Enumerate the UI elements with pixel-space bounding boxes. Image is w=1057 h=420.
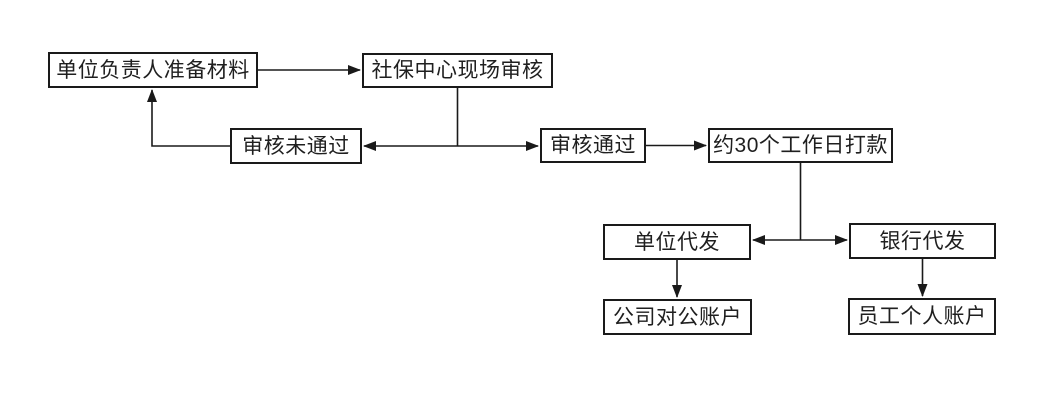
node-label: 单位负责人准备材料 xyxy=(56,58,250,82)
node-label: 公司对公账户 xyxy=(613,305,742,329)
node-label: 审核通过 xyxy=(550,134,636,157)
node-bank-payout: 银行代发 xyxy=(849,223,996,259)
node-label: 单位代发 xyxy=(634,230,720,254)
node-prepare-materials: 单位负责人准备材料 xyxy=(48,52,258,88)
node-label: 审核未通过 xyxy=(242,134,350,158)
node-payment-30-days: 约30个工作日打款 xyxy=(708,128,893,163)
node-label: 员工个人账户 xyxy=(857,305,987,328)
node-label: 社保中心现场审核 xyxy=(371,59,544,82)
node-label: 约30个工作日打款 xyxy=(713,134,888,157)
node-company-payout: 单位代发 xyxy=(603,224,751,260)
edge-failed-to-prepare xyxy=(147,89,230,147)
node-onsite-review: 社保中心现场审核 xyxy=(362,53,553,88)
node-corporate-account: 公司对公账户 xyxy=(603,299,752,335)
node-review-passed: 审核通过 xyxy=(540,128,646,163)
node-label: 银行代发 xyxy=(879,229,966,253)
node-review-failed: 审核未通过 xyxy=(230,128,362,164)
node-personal-account: 员工个人账户 xyxy=(848,298,996,335)
